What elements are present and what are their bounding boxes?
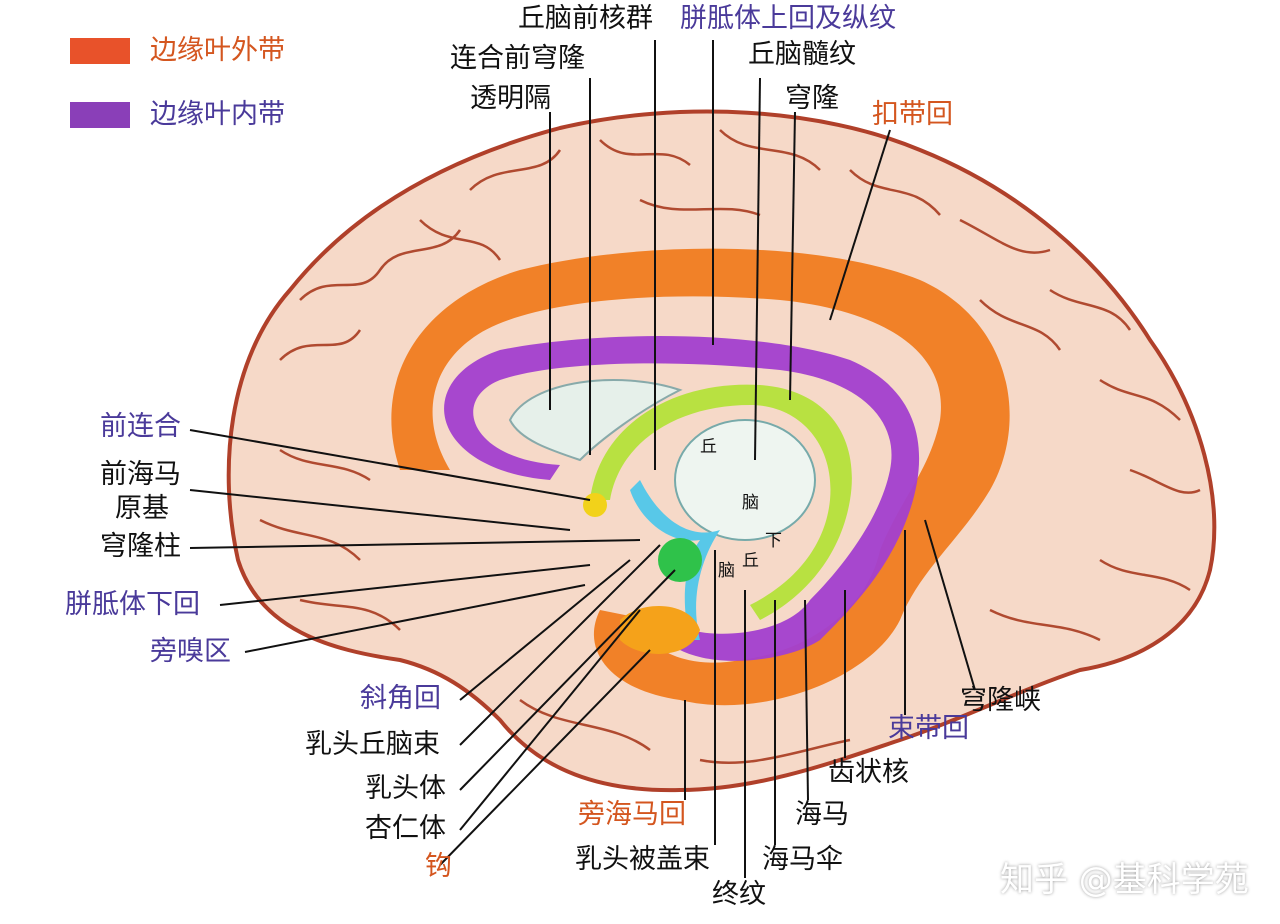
label-prehippocampal-1: 前海马 (100, 459, 181, 490)
label-mammillotegmental-tract: 乳头被盖束 (575, 844, 710, 875)
label-anterior-commissure: 前连合 (100, 411, 181, 442)
label-mammillary-body: 乳头体 (365, 773, 446, 804)
inside-hypothalamus-char-3: 脑 (718, 561, 735, 581)
label-stria-terminalis: 终纹 (712, 879, 766, 910)
amygdala-orange (620, 606, 700, 654)
inside-hypothalamus-char-2: 丘 (742, 551, 759, 571)
septum-region (508, 379, 683, 462)
inner-limbic-band (444, 336, 920, 661)
legend-label-inner: 边缘叶内带 (150, 99, 285, 130)
label-prehippocampal-2: 原基 (115, 493, 169, 524)
label-uncus: 钩 (425, 851, 452, 882)
label-hippocampus: 海马 (795, 799, 849, 830)
thalamus-region (674, 419, 816, 541)
legend-swatch-outer (70, 38, 130, 64)
label-fasciolar-gyrus: 束带回 (888, 713, 969, 744)
watermark-text: 知乎 @基科学苑 (1000, 860, 1249, 900)
mammillary-green (658, 538, 702, 582)
label-dentate-nucleus: 齿状核 (828, 757, 909, 788)
label-cingulate-gyrus: 扣带回 (872, 99, 953, 130)
inside-hypothalamus-char-1: 下 (765, 531, 782, 551)
label-fornix-isthmus: 穹隆峡 (960, 685, 1041, 716)
label-mammillothalamic-tract: 乳头丘脑束 (305, 729, 440, 760)
gyri-folds (259, 129, 1201, 764)
label-paraolfactory-area: 旁嗅区 (150, 636, 231, 667)
label-anterior-commissure-fornix: 连合前穹隆 (450, 43, 585, 74)
label-fornix: 穹隆 (785, 83, 839, 114)
label-thalamic-medullary-stria: 丘脑髓纹 (748, 39, 856, 70)
label-parahippocampal-gyrus: 旁海马回 (578, 799, 686, 830)
anterior-commissure-yellow (583, 493, 607, 517)
label-supracallosal-gyrus: 胼胝体上回及纵纹 (680, 3, 896, 34)
label-diagonal-gyrus: 斜角回 (360, 683, 441, 714)
legend-swatch-inner (70, 102, 130, 128)
hippocampus-band (630, 480, 720, 640)
legend-label-outer: 边缘叶外带 (150, 35, 285, 66)
label-septum-pellucidum: 透明隔 (470, 83, 551, 114)
label-fimbria: 海马伞 (762, 844, 843, 875)
label-anterior-thalamic-nuclei: 丘脑前核群 (518, 3, 653, 34)
inside-thalamus-char-2: 脑 (742, 493, 759, 513)
leader-lines (189, 40, 976, 878)
label-amygdala: 杏仁体 (365, 813, 446, 844)
inside-thalamus-char-1: 丘 (700, 437, 717, 457)
label-subcallosal-gyrus: 胼胝体下回 (65, 589, 200, 620)
label-fornix-column: 穹隆柱 (100, 531, 181, 562)
